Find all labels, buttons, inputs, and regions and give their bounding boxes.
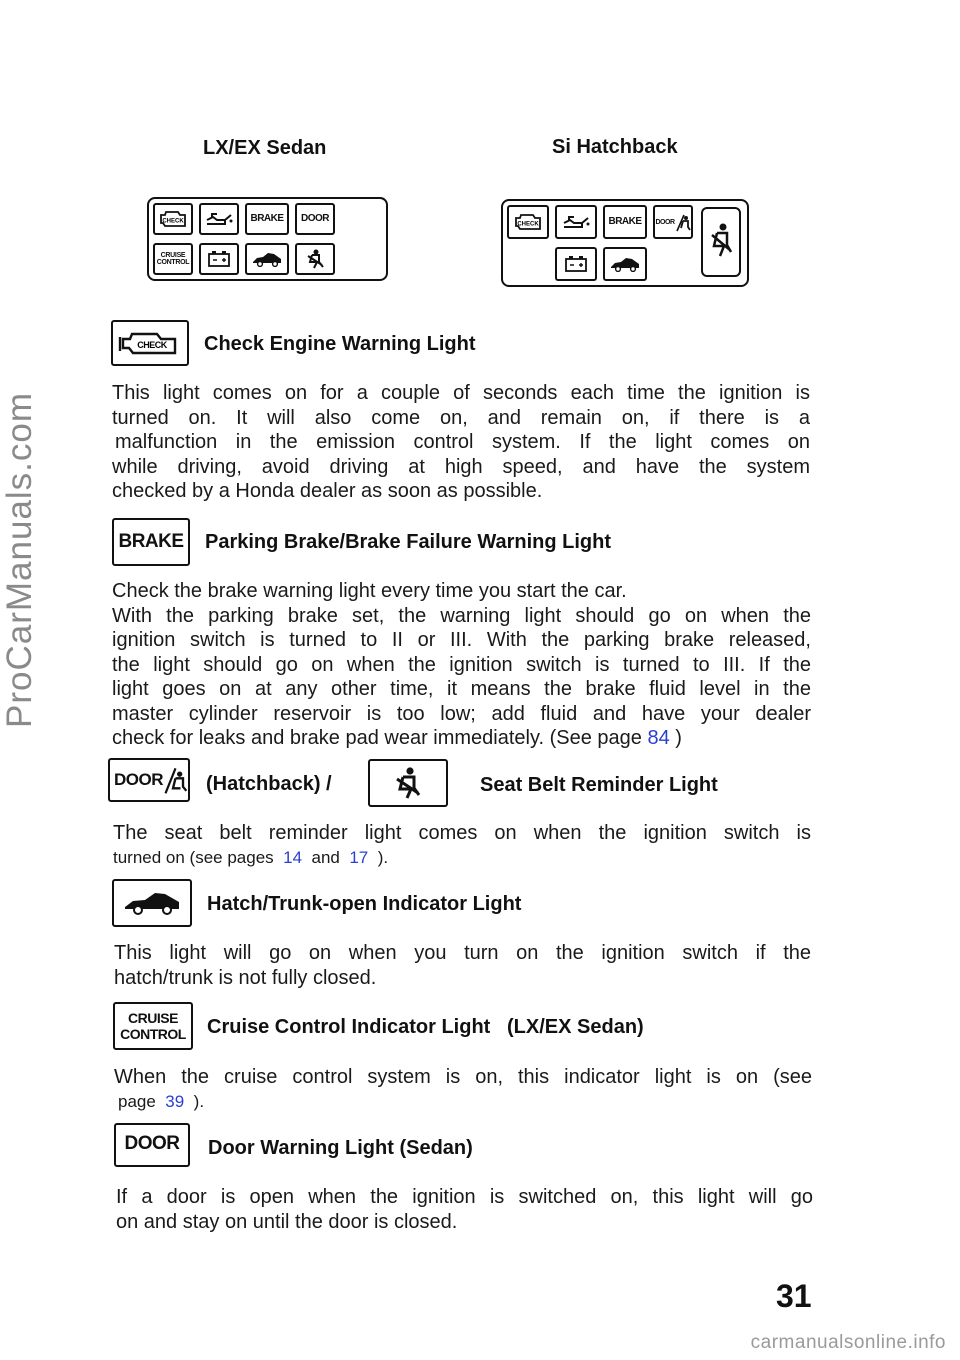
brake-paragraph: Check the brake warning light every time… (112, 580, 811, 749)
page-link-84[interactable]: 84 (647, 727, 670, 749)
trunk-open-icon (245, 243, 289, 275)
check-label: CHECK (137, 340, 168, 350)
seat-belt-icon (701, 207, 741, 277)
door-seat-belt-icon: DOOR (653, 205, 693, 239)
door-heading: Door Warning Light (Sedan) (208, 1137, 473, 1159)
sedan-panel-title: LX/EX Sedan (203, 137, 327, 159)
check-engine-paragraph: This light comes on for a couple of seco… (112, 382, 810, 502)
check-engine-icon: CHECK (507, 205, 549, 239)
hatch-trunk-paragraph: This light will go on when you turn on t… (114, 942, 811, 989)
seat-belt-heading: Seat Belt Reminder Light (480, 774, 718, 796)
check-label: CHECK (162, 219, 184, 225)
cruise-control-icon: CRUISE CONTROL (113, 1002, 193, 1050)
door-seat-belt-icon: DOOR (108, 758, 190, 802)
brake-heading: Parking Brake/Brake Failure Warning Ligh… (205, 531, 612, 553)
brake-icon: BRAKE (603, 205, 647, 239)
door-icon: DOOR (114, 1123, 190, 1167)
page-link-17[interactable]: 17 (349, 847, 369, 867)
page-link-14[interactable]: 14 (283, 847, 303, 867)
seat-belt-icon (295, 243, 335, 275)
hatch-panel-title: Si Hatchback (552, 136, 678, 158)
check-engine-icon: CHECK (111, 320, 189, 366)
check-engine-heading: Check Engine Warning Light (204, 333, 476, 355)
seat-belt-paragraph: The seat belt reminder light comes on wh… (113, 822, 811, 867)
door-paragraph: If a door is open when the ignition is s… (116, 1186, 813, 1233)
footer-watermark: carmanualsonline.info (750, 1332, 946, 1353)
brake-icon: BRAKE (112, 518, 190, 566)
oil-pressure-icon (555, 205, 597, 239)
oil-pressure-icon (199, 203, 239, 235)
check-label: CHECK (517, 222, 539, 228)
page-number: 31 (776, 1278, 812, 1314)
battery-icon (199, 243, 239, 275)
trunk-open-icon (603, 247, 647, 281)
cruise-heading: Cruise Control Indicator Light (LX/EX Se… (207, 1016, 644, 1038)
hatchback-label: (Hatchback) / (206, 773, 332, 795)
check-engine-icon: CHECK (153, 203, 193, 235)
door-icon: DOOR (295, 203, 335, 235)
hatch-trunk-heading: Hatch/Trunk-open Indicator Light (207, 893, 522, 915)
page-link-39[interactable]: 39 (165, 1091, 185, 1111)
brake-icon: BRAKE (245, 203, 289, 235)
hatch-indicator-panel: CHECK BRAKE DOOR (501, 199, 749, 287)
trunk-open-icon (112, 879, 192, 927)
cruise-paragraph: When the cruise control system is on, th… (114, 1066, 812, 1111)
seat-belt-icon (368, 759, 448, 807)
battery-icon (555, 247, 597, 281)
